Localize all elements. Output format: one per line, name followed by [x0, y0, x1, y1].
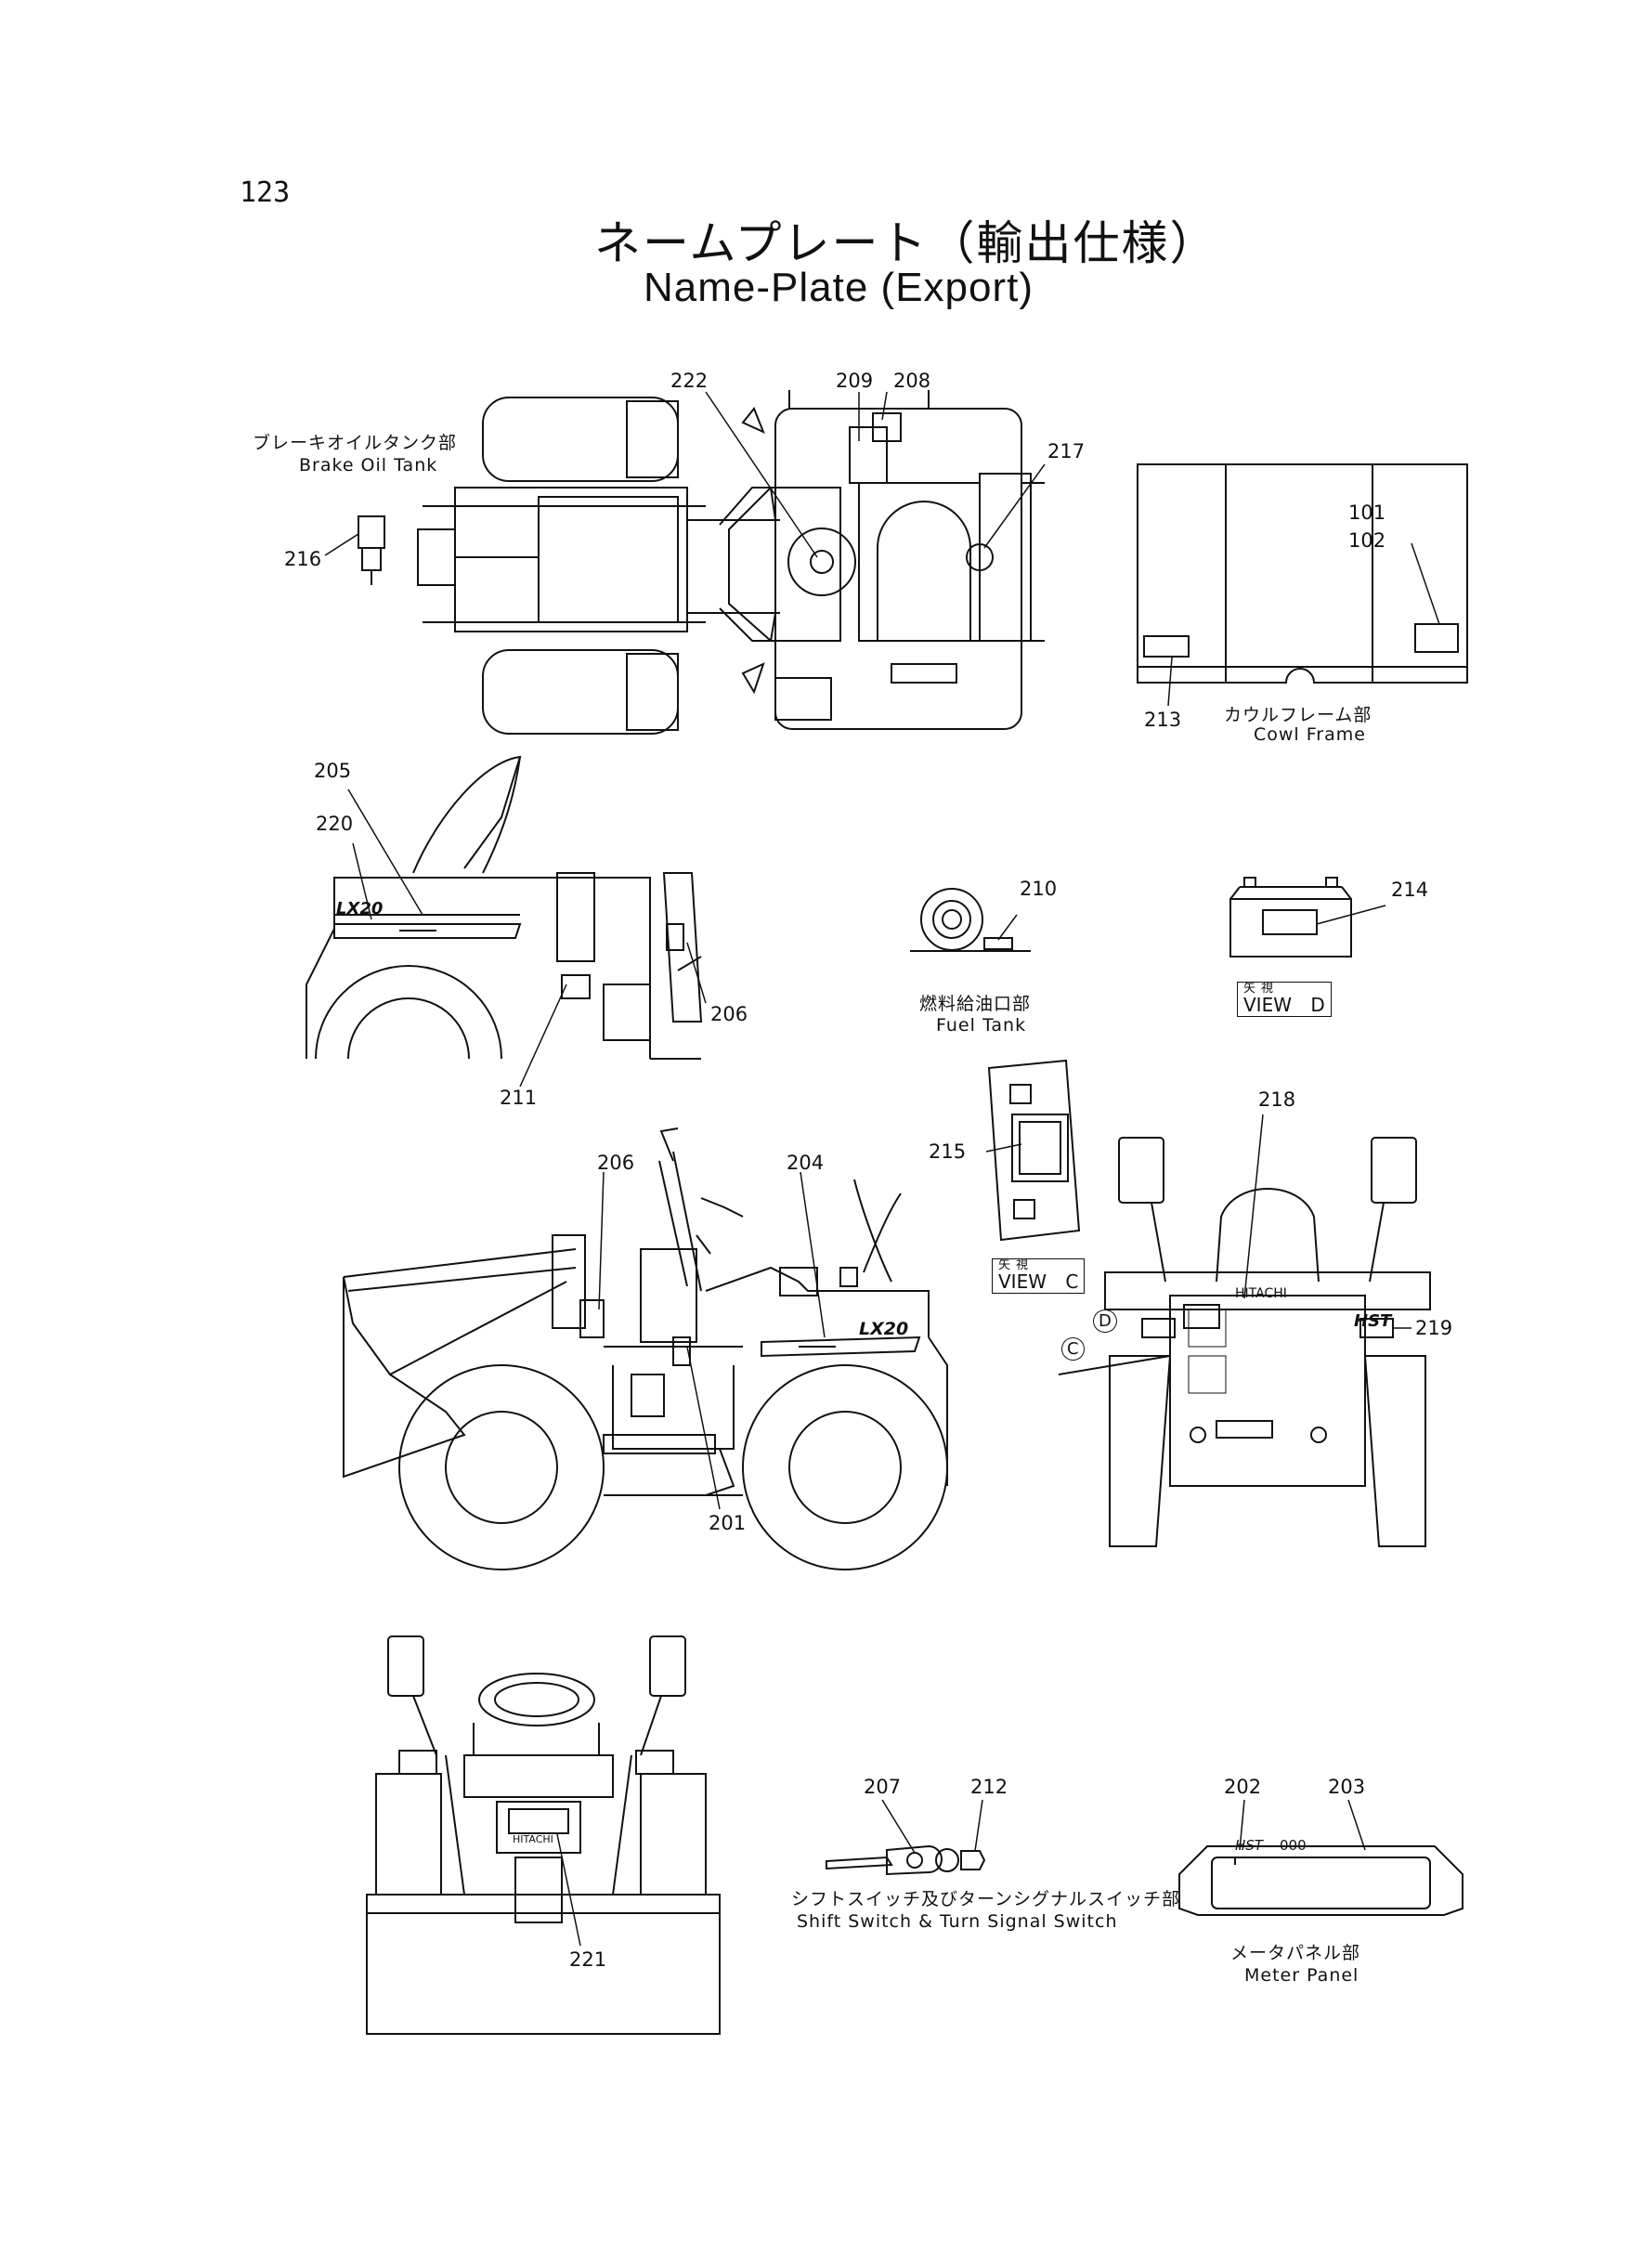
- callout-208: 208: [893, 370, 931, 392]
- model-decal-upper: LX20: [336, 899, 384, 919]
- view-d-ja: 矢視: [1243, 982, 1280, 996]
- meter-code-text: 000: [1280, 1837, 1307, 1854]
- callout-213: 213: [1144, 709, 1182, 731]
- fuel-tank-label-ja: 燃料給油口部: [919, 994, 1032, 1014]
- callout-201: 201: [709, 1512, 747, 1534]
- arrow-marker-c: C: [1061, 1337, 1085, 1361]
- leader-lines: [324, 391, 1440, 1947]
- front-view-drawing: [366, 1635, 721, 2035]
- page-number: 123: [240, 176, 291, 209]
- view-d-en: VIEW: [1243, 994, 1292, 1016]
- view-c-letter: C: [1065, 1270, 1079, 1293]
- rear-hst-text: HST: [1354, 1311, 1392, 1331]
- callout-210: 210: [1020, 878, 1058, 900]
- view-d-letter: D: [1310, 994, 1325, 1016]
- model-decal-main: LX20: [859, 1319, 909, 1339]
- callout-216: 216: [284, 548, 322, 570]
- callout-214: 214: [1391, 879, 1429, 901]
- callout-101: 101: [1348, 502, 1386, 524]
- callout-215: 215: [929, 1140, 967, 1163]
- callout-203: 203: [1328, 1776, 1366, 1798]
- side-view-partial-drawing: [306, 755, 703, 1060]
- callout-212: 212: [970, 1776, 1008, 1798]
- view-c-en: VIEW: [998, 1270, 1047, 1293]
- view-c-drawing: [987, 1059, 1081, 1242]
- view-d-box: 矢視 VIEW D: [1237, 982, 1332, 1017]
- arrow-marker-d: D: [1093, 1309, 1117, 1333]
- callout-206-upper: 206: [710, 1003, 748, 1025]
- callout-206-main: 206: [597, 1152, 635, 1174]
- callout-220: 220: [316, 813, 354, 835]
- rear-view-drawing: [1058, 1137, 1431, 1547]
- meter-hst-text: HST: [1235, 1837, 1263, 1854]
- view-c-box: 矢視 VIEW C: [992, 1258, 1086, 1294]
- meter-panel-drawing: [1178, 1845, 1463, 1916]
- fuel-tank-drawing: [910, 888, 1031, 952]
- callout-102: 102: [1348, 529, 1386, 552]
- callout-218: 218: [1258, 1088, 1296, 1111]
- page-title-japanese: ネームプレート（輸出仕様）: [594, 216, 1218, 270]
- callout-221: 221: [569, 1948, 607, 1971]
- callout-219: 219: [1415, 1317, 1453, 1339]
- callout-222: 222: [670, 370, 709, 392]
- cowl-frame-label-ja: カウルフレーム部: [1224, 705, 1372, 725]
- cowl-frame-drawing: [1137, 463, 1468, 684]
- callout-211: 211: [500, 1087, 538, 1109]
- view-c-ja: 矢視: [998, 1258, 1034, 1272]
- callout-202: 202: [1224, 1776, 1262, 1798]
- top-view-drawing: [417, 390, 1045, 735]
- rear-brand-text: HITACHI: [1235, 1286, 1287, 1301]
- shift-switch-drawing: [826, 1844, 986, 1876]
- meter-panel-label-en: Meter Panel: [1244, 1965, 1359, 1986]
- side-view-main-drawing: [343, 1127, 948, 1570]
- fuel-tank-label-en: Fuel Tank: [936, 1015, 1027, 1036]
- shift-switch-label-ja: シフトスイッチ及びターンシグナルスイッチ部: [791, 1889, 1181, 1909]
- cowl-frame-label-en: Cowl Frame: [1254, 724, 1366, 745]
- callout-209: 209: [836, 370, 874, 392]
- callout-204: 204: [787, 1152, 825, 1174]
- callout-205: 205: [314, 760, 352, 782]
- brake-oil-tank-label-ja: ブレーキオイルタンク部: [253, 433, 458, 453]
- callout-207: 207: [864, 1776, 902, 1798]
- view-d-drawing: [1229, 877, 1352, 958]
- front-brand-text: HITACHI: [513, 1833, 553, 1845]
- page-title-english: Name-Plate (Export): [644, 265, 1034, 310]
- meter-panel-label-ja: メータパネル部: [1230, 1943, 1361, 1963]
- shift-switch-label-en: Shift Switch & Turn Signal Switch: [797, 1911, 1118, 1932]
- brake-oil-tank-part: [358, 515, 385, 585]
- callout-217: 217: [1047, 440, 1086, 463]
- brake-oil-tank-label-en: Brake Oil Tank: [299, 455, 438, 476]
